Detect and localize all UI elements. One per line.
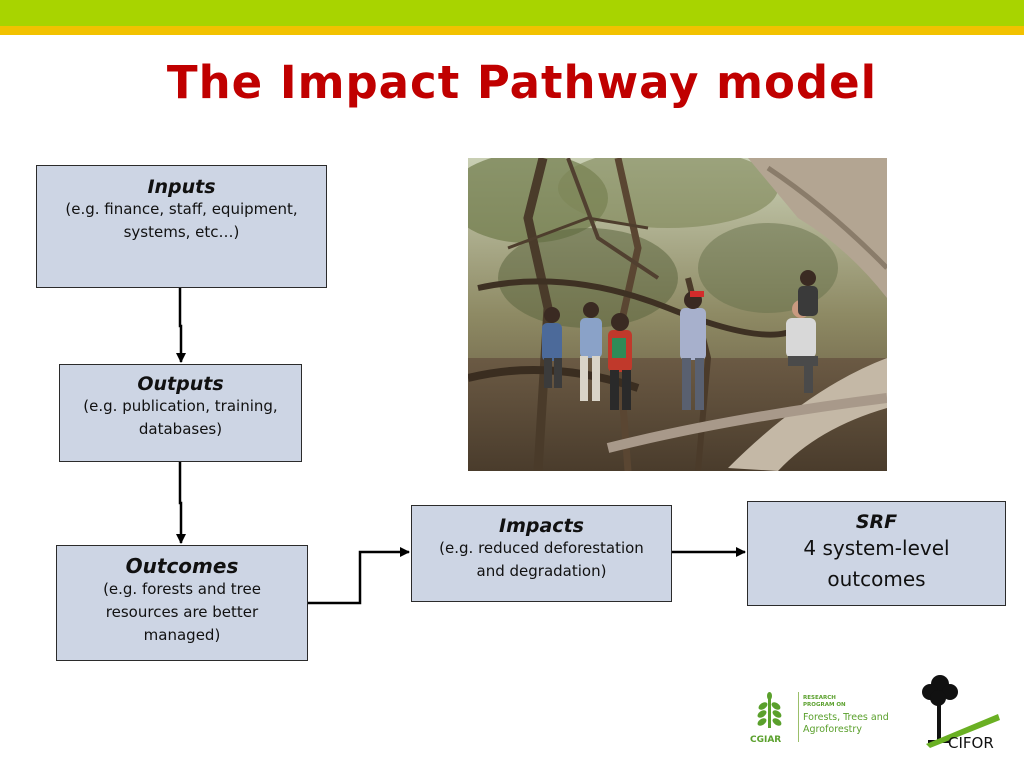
cgiar-wheat-logo: CGIAR RESEARCH PROGRAM ON Forests, Trees… <box>750 692 889 745</box>
inputs-desc-line2: systems, etc…) <box>123 223 240 241</box>
outcomes-desc-line1: (e.g. forests and tree <box>103 580 261 598</box>
cgiar-line4: Agroforestry <box>803 724 862 735</box>
forest-field-photo <box>468 158 887 471</box>
top-bar-yellow <box>0 26 1024 35</box>
top-bar-green <box>0 0 1024 26</box>
cgiar-line3: Forests, Trees and <box>803 712 889 723</box>
impacts-title: Impacts <box>499 515 584 537</box>
cgiar-line1: RESEARCH <box>803 695 836 701</box>
inputs-box: Inputs (e.g. finance, staff, equipment, … <box>36 165 327 288</box>
inputs-desc-line1: (e.g. finance, staff, equipment, <box>65 200 298 218</box>
slide-title: The Impact Pathway model <box>166 56 878 109</box>
cgiar-name: CGIAR <box>750 735 781 745</box>
cifor-name: CIFOR <box>948 734 994 752</box>
outcomes-title: Outcomes <box>125 554 239 578</box>
cifor-tree-logo: CIFOR <box>922 675 1000 752</box>
impacts-desc-line1: (e.g. reduced deforestation <box>439 539 644 557</box>
arrow-outcomes-impacts <box>308 547 410 605</box>
srf-desc-line1: 4 system-level <box>803 536 950 560</box>
outputs-desc-line1: (e.g. publication, training, <box>83 397 278 415</box>
cgiar-line2: PROGRAM ON <box>803 702 846 708</box>
outputs-desc-line2: databases) <box>138 420 223 438</box>
arrow-inputs-outputs <box>176 288 186 363</box>
outcomes-box: Outcomes (e.g. forests and tree resource… <box>56 545 308 661</box>
srf-box: SRF 4 system-level outcomes <box>747 501 1006 606</box>
inputs-title: Inputs <box>147 176 216 198</box>
srf-desc-line2: outcomes <box>827 567 926 591</box>
outputs-box: Outputs (e.g. publication, training, dat… <box>59 364 302 462</box>
impacts-box: Impacts (e.g. reduced deforestation and … <box>411 505 672 602</box>
impacts-desc-line2: and degradation) <box>476 562 607 580</box>
outcomes-desc-line3: managed) <box>143 626 221 644</box>
arrow-outputs-outcomes <box>176 462 186 544</box>
srf-title: SRF <box>855 511 898 533</box>
outputs-title: Outputs <box>137 373 224 395</box>
outcomes-desc-line2: resources are better <box>105 603 259 621</box>
